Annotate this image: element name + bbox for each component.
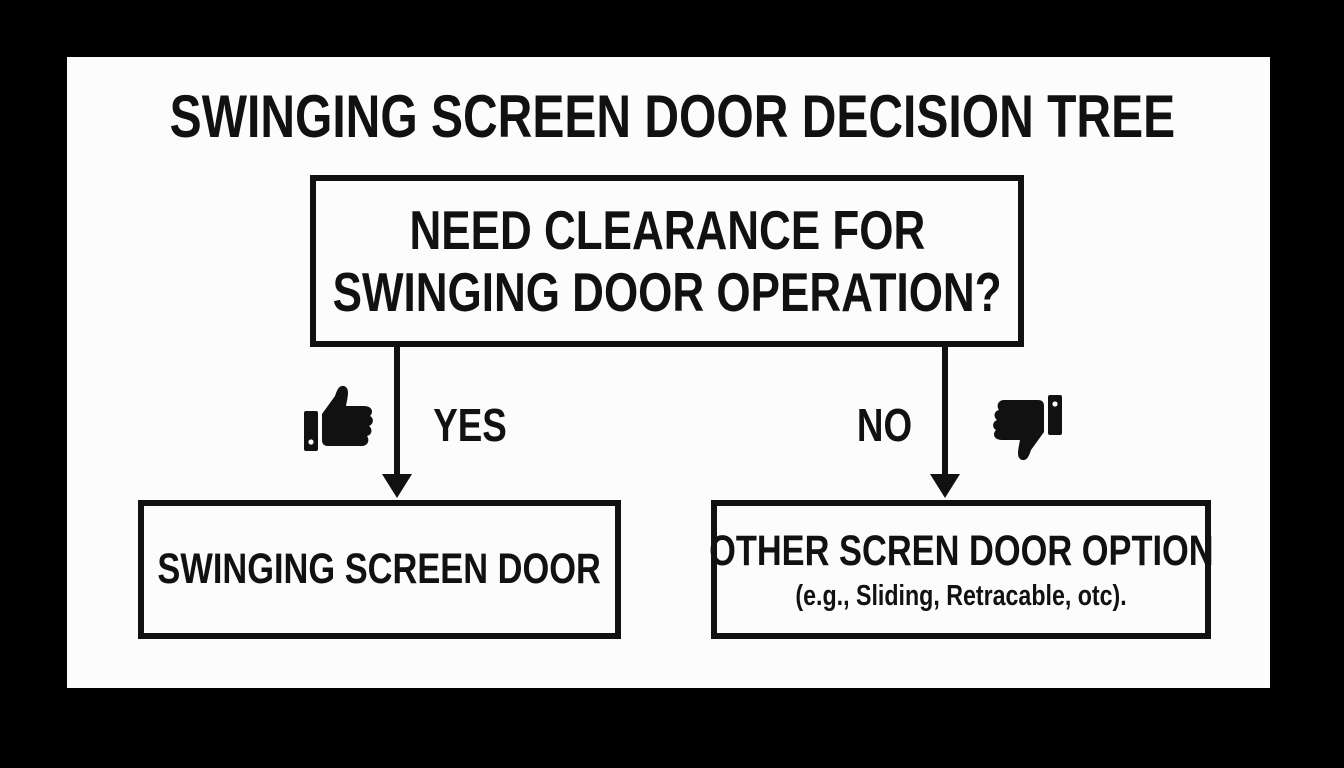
- no-result-box: OTHER SCREN DOOR OPTION (e.g., Sliding, …: [708, 500, 1214, 639]
- question-line-1: NEED CLEARANCE FOR: [409, 199, 925, 261]
- yes-arrowhead: [382, 474, 412, 498]
- yes-result-box: SWINGING SCREEN DOOR: [138, 500, 621, 639]
- yes-label: YES: [424, 400, 516, 450]
- no-label: NO: [850, 400, 919, 450]
- no-label-text: NO: [856, 399, 913, 451]
- thumbs-up-icon: [304, 385, 373, 451]
- diagram-title: SWINGING SCREEN DOOR DECISION TREE: [0, 82, 1344, 152]
- yes-label-text: YES: [433, 399, 507, 451]
- thumbs-down-icon: [993, 395, 1062, 461]
- question-box: NEED CLEARANCE FOR SWINGING DOOR OPERATI…: [310, 175, 1024, 347]
- yes-result-text: SWINGING SCREEN DOOR: [157, 545, 602, 593]
- no-result-subtext: (e.g., Sliding, Retracable, otc).: [795, 579, 1127, 612]
- no-result-text: OTHER SCREN DOOR OPTION: [708, 526, 1214, 575]
- question-line-2: SWINGING DOOR OPERATION?: [332, 261, 1002, 323]
- no-arrowhead: [930, 474, 960, 498]
- title-text: SWINGING SCREEN DOOR DECISION TREE: [169, 83, 1175, 150]
